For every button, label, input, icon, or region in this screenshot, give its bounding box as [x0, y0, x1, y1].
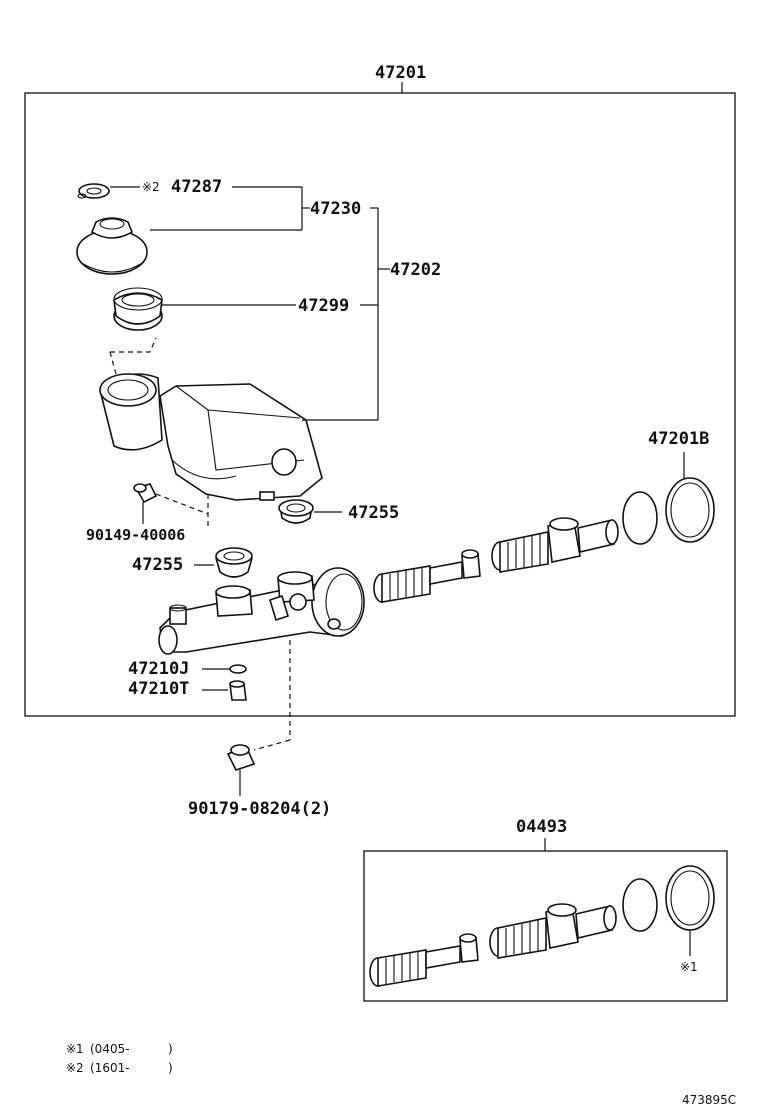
svg-text:※2: ※2 — [66, 1061, 84, 1075]
screw-part — [133, 483, 158, 504]
svg-text:): ) — [168, 1042, 173, 1056]
gasket-j-part — [229, 664, 247, 674]
ring-b-part — [665, 477, 715, 543]
label-strainer: 47299 — [298, 296, 349, 316]
footnote-2: ※2 (1601- ) — [66, 1061, 173, 1075]
label-assembly: 47201 — [375, 63, 426, 83]
svg-text:(1601-: (1601- — [90, 1061, 130, 1075]
secondary-piston-part — [373, 549, 481, 603]
label-union-bolt: 90179-08204(2) — [188, 799, 331, 819]
label-ring-b: 47201B — [648, 429, 709, 449]
label-screw: 90149-40006 — [86, 526, 185, 544]
label-grommet-right: 47255 — [348, 503, 399, 523]
label-cap-gasket: 47287 — [171, 177, 222, 197]
grommet-left-part — [215, 547, 253, 578]
assembly-box — [24, 92, 736, 717]
svg-text:※1: ※1 — [66, 1042, 84, 1056]
kit-secondary-piston-part — [369, 933, 479, 987]
label-kit: 04493 — [516, 817, 567, 837]
label-cap-sub: 47230 — [310, 199, 361, 219]
label-cap-gasket-note: ※2 — [142, 180, 160, 194]
kit-primary-piston-part — [489, 903, 617, 959]
primary-piston-part — [491, 517, 619, 573]
label-gasket-j: 47210J — [128, 659, 189, 679]
cap-gasket-part — [77, 183, 110, 199]
union-bolt-part — [226, 744, 256, 771]
plug-t-part — [229, 680, 247, 701]
kit-seal-ring-part — [622, 878, 658, 932]
label-kit-ring-note: ※1 — [680, 960, 698, 974]
kit-box — [363, 850, 728, 1002]
label-grommet-left: 47255 — [132, 555, 183, 575]
svg-text:): ) — [168, 1061, 173, 1075]
reservoir-cap-part — [76, 217, 148, 275]
label-reservoir: 47202 — [390, 260, 441, 280]
grommet-right-part — [278, 499, 314, 524]
label-plug-t: 47210T — [128, 679, 189, 699]
diagram-id: 473895C — [682, 1093, 736, 1107]
footnote-1: ※1 (0405- ) — [66, 1042, 173, 1056]
strainer-part — [113, 287, 163, 331]
svg-text:(0405-: (0405- — [90, 1042, 130, 1056]
seal-ring-part — [622, 491, 658, 545]
master-cylinder-body-part — [158, 567, 365, 655]
reservoir-tank-part — [99, 373, 323, 501]
kit-ring-part — [665, 865, 715, 931]
